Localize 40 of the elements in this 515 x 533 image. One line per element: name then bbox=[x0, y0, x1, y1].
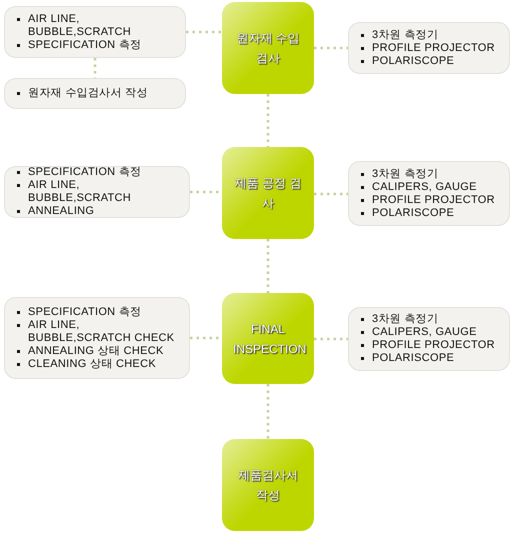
dotted-connector bbox=[314, 46, 348, 50]
list-item: POLARISCOPE bbox=[361, 352, 495, 365]
dotted-connector bbox=[186, 30, 222, 34]
dotted-connector bbox=[314, 192, 348, 196]
list-item: POLARISCOPE bbox=[361, 206, 495, 220]
list-item: PROFILE PROJECTOR bbox=[361, 42, 495, 54]
list-item: CALIPERS, GAUGE bbox=[361, 326, 495, 339]
list-item: PROFILE PROJECTOR bbox=[361, 194, 495, 206]
list-item: ANNEALING 상태 CHECK bbox=[17, 344, 183, 358]
dotted-connector bbox=[266, 94, 270, 147]
process-box: FINAL INSPECTION bbox=[222, 293, 314, 384]
list-item: SPECIFICATION 측정 bbox=[17, 306, 183, 318]
list-item: CALIPERS, GAUGE bbox=[361, 180, 495, 194]
dotted-connector bbox=[266, 384, 270, 439]
dotted-connector bbox=[314, 338, 348, 340]
list-item: 3차원 측정기 bbox=[361, 28, 495, 42]
list-box bbox=[348, 307, 510, 371]
list-box bbox=[4, 166, 190, 218]
list-item: PROFILE PROJECTOR bbox=[361, 339, 495, 352]
list-item: AIR LINE, BUBBLE,SCRATCH bbox=[17, 179, 183, 205]
list-item: 3차원 측정기 bbox=[361, 168, 495, 180]
process-box: 제품 공정 검사 bbox=[222, 147, 314, 239]
list-box bbox=[4, 6, 186, 58]
dotted-connector bbox=[94, 58, 96, 78]
list-item: AIR LINE, BUBBLE,SCRATCH bbox=[17, 12, 179, 38]
list-item: SPECIFICATION 측정 bbox=[17, 38, 179, 52]
list-box bbox=[4, 78, 186, 109]
list-item: CLEANING 상태 CHECK bbox=[17, 358, 183, 370]
process-box: 원자재 수입검사 bbox=[222, 2, 314, 94]
list-box bbox=[4, 297, 190, 379]
dotted-connector bbox=[266, 239, 270, 293]
process-box: 제품검사서 작성 bbox=[222, 439, 314, 531]
list-box bbox=[348, 161, 510, 226]
list-item: 3차원 측정기 bbox=[361, 313, 495, 326]
list-item: AIR LINE, BUBBLE,SCRATCH CHECK bbox=[17, 318, 183, 344]
list-item: SPECIFICATION 측정 bbox=[17, 166, 183, 179]
list-item: POLARISCOPE bbox=[361, 54, 495, 68]
list-item: 원자재 수입검사서 작성 bbox=[17, 87, 148, 100]
list-box bbox=[348, 22, 510, 74]
list-item: ANNEALING bbox=[17, 205, 183, 218]
